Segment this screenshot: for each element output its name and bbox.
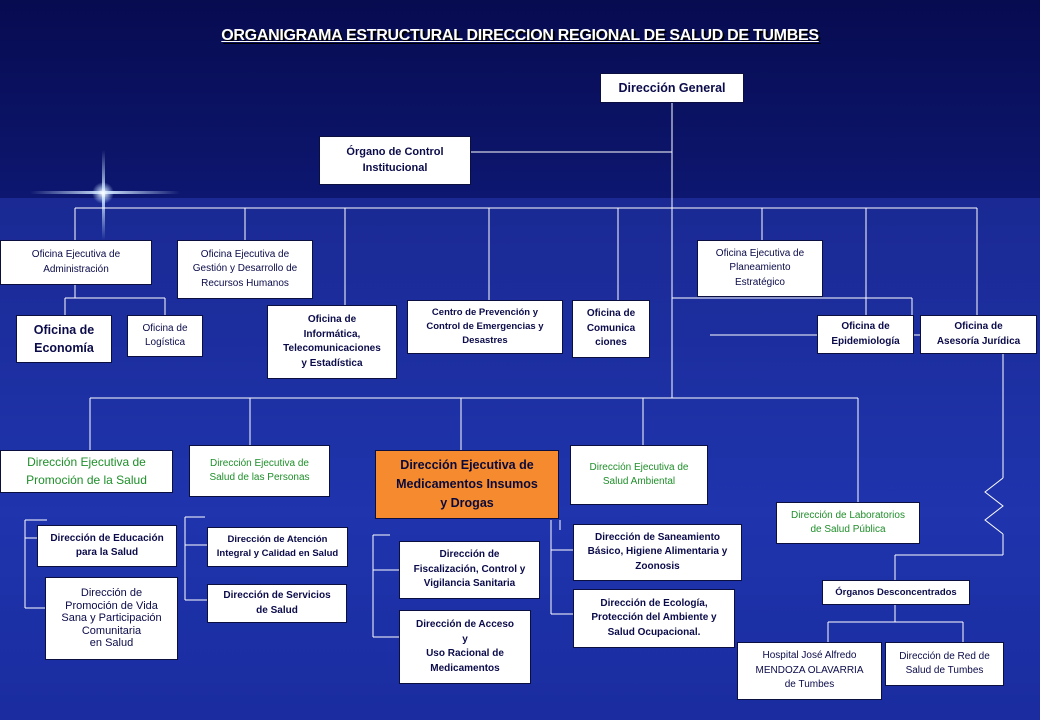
direccion-acceso-box[interactable]: Dirección de Acceso y Uso Racional de Me… [399, 610, 531, 684]
direccion-laboratorios-box[interactable]: Dirección de Laboratorios de Salud Públi… [776, 502, 920, 544]
direccion-general-box[interactable]: Dirección General [600, 73, 744, 103]
hospital-box[interactable]: Hospital José Alfredo MENDOZA OLAVARRIA … [737, 642, 882, 700]
oficina-logistica-box[interactable]: Oficina de Logística [127, 315, 203, 357]
background-upper [0, 0, 1040, 198]
light-flare-center [92, 182, 114, 204]
direccion-ejecutiva-promocion-box[interactable]: Dirección Ejecutiva de Promoción de la S… [0, 450, 173, 493]
oficina-epidemiologia-box[interactable]: Oficina de Epidemiología [817, 315, 914, 354]
oficina-rrhh-box[interactable]: Oficina Ejecutiva de Gestión y Desarroll… [177, 240, 313, 299]
oficina-informatica-box[interactable]: Oficina de Informática, Telecomunicacion… [267, 305, 397, 379]
direccion-ecologia-box[interactable]: Dirección de Ecología, Protección del Am… [573, 589, 735, 648]
organos-desconcentrados-box[interactable]: Órganos Desconcentrados [822, 580, 970, 605]
direccion-saneamiento-box[interactable]: Dirección de Saneamiento Básico, Higiene… [573, 524, 742, 581]
direccion-educacion-box[interactable]: Dirección de Educación para la Salud [37, 525, 177, 567]
direccion-vida-sana-box[interactable]: Dirección de Promoción de Vida Sana y Pa… [45, 577, 178, 660]
oficina-planeamiento-box[interactable]: Oficina Ejecutiva de Planeamiento Estrat… [697, 240, 823, 297]
oficina-economia-box[interactable]: Oficina de Economía [16, 315, 112, 363]
centro-prevencion-box[interactable]: Centro de Prevención y Control de Emerge… [407, 300, 563, 354]
direccion-ejecutiva-medicamentos-box[interactable]: Dirección Ejecutiva de Medicamentos Insu… [375, 450, 559, 519]
direccion-fiscalizacion-box[interactable]: Dirección de Fiscalización, Control y Vi… [399, 541, 540, 599]
control-institucional-box[interactable]: Órgano de Control Institucional [319, 136, 471, 185]
direccion-servicios-box[interactable]: Dirección de Servicios de Salud [207, 584, 347, 623]
chart-title: ORGANIGRAMA ESTRUCTURAL DIRECCION REGION… [221, 27, 819, 44]
oficina-administracion-box[interactable]: Oficina Ejecutiva de Administración [0, 240, 152, 285]
oficina-asesoria-juridica-box[interactable]: Oficina de Asesoría Jurídica [920, 315, 1037, 354]
red-salud-box[interactable]: Dirección de Red de Salud de Tumbes [885, 642, 1004, 686]
direccion-ejecutiva-ambiental-box[interactable]: Dirección Ejecutiva de Salud Ambiental [570, 445, 708, 505]
direccion-atencion-box[interactable]: Dirección de Atención Integral y Calidad… [207, 527, 348, 567]
direccion-ejecutiva-personas-box[interactable]: Dirección Ejecutiva de Salud de las Pers… [189, 445, 330, 497]
oficina-comunicaciones-box[interactable]: Oficina de Comunica ciones [572, 300, 650, 358]
